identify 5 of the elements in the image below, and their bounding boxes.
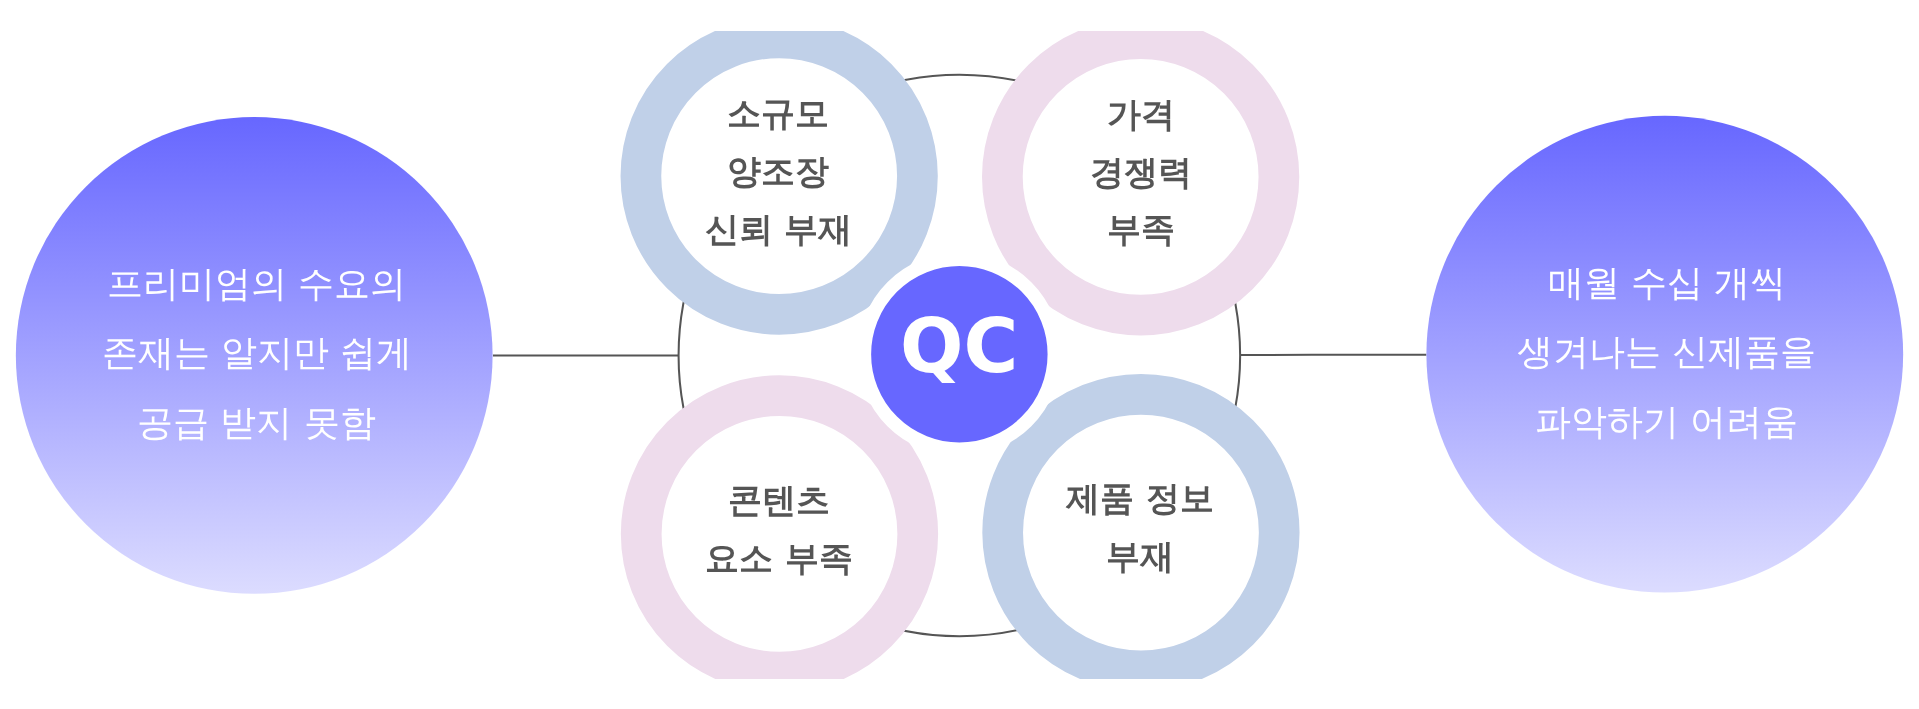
connector [1240,353,1427,356]
node-circle: 매월 수십 개씩 생겨나는 신제품을 파악하기 어려움 [1426,115,1904,593]
node-circle: 프리미엄의 수요의 존재는 알지만 쉽게 공급 받지 못함 [15,116,493,594]
node-circle: 제품 정보 부재 [982,373,1300,679]
connector [492,353,679,356]
